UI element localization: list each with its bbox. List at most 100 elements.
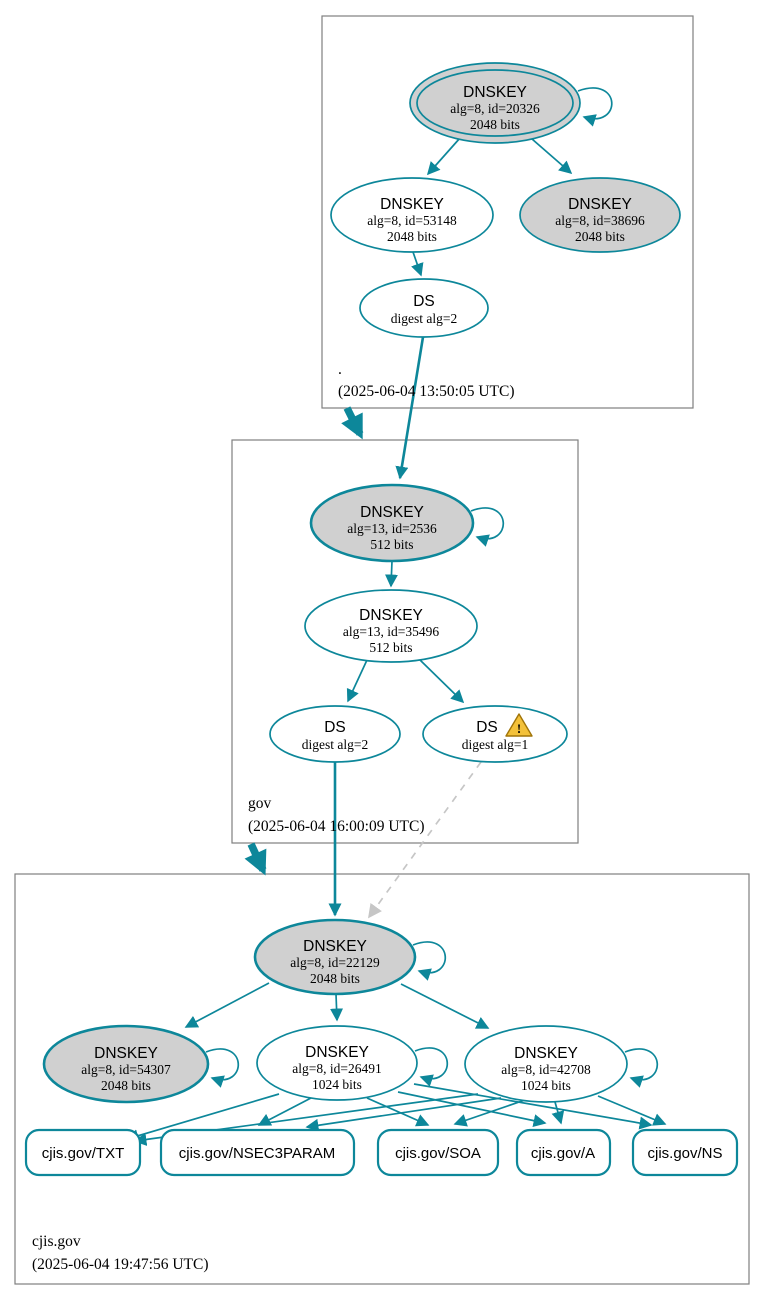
zone-label-root: . (2025-06-04 13:50:05 UTC) (338, 361, 515, 400)
zone-timestamp: (2025-06-04 16:00:09 UTC) (248, 818, 425, 835)
dnskey-ellipse (309, 483, 475, 563)
node-title: DNSKEY (305, 1044, 369, 1061)
node-bits: 2048 bits (575, 229, 625, 244)
rrset-label: cjis.gov/NSEC3PARAM (179, 1145, 335, 1162)
node-bits: 2048 bits (470, 117, 520, 132)
node-bits: 1024 bits (312, 1077, 362, 1092)
node-title: DS (476, 719, 498, 736)
rrset-box (159, 1128, 356, 1177)
dnskey-node-cjis-ksk-22129: DNSKEY alg=8, id=22129 2048 bits (253, 918, 417, 996)
zone-label-gov: gov (2025-06-04 16:00:09 UTC) (248, 795, 425, 835)
dnskey-ellipse (256, 1025, 418, 1101)
dnskey-ellipse (304, 589, 478, 663)
edge-cjis-zsk26491-selfsign (414, 1047, 449, 1087)
warning-icon: ! (505, 713, 533, 737)
edge-cjis-key54307-selfsign (205, 1048, 240, 1088)
node-title: DS (413, 293, 435, 310)
node-bits: 2048 bits (387, 229, 437, 244)
rrset-label: cjis.gov/SOA (395, 1145, 481, 1162)
node-title: DNSKEY (380, 196, 444, 213)
edge-root-ksk-to-zsk (426, 137, 461, 176)
ds-ellipse (359, 278, 489, 338)
edge-root-ksk-to-key38696 (531, 138, 573, 175)
edge-cjis-ksk-to-key54307 (184, 982, 270, 1028)
node-title: DNSKEY (94, 1045, 158, 1062)
node-bits: 512 bits (369, 640, 412, 655)
zone-box-root (321, 15, 694, 409)
edge-zsk42708-to-ns (597, 1095, 667, 1126)
node-algo: alg=8, id=53148 (367, 213, 457, 228)
dnskey-node-cjis-54307: DNSKEY alg=8, id=54307 2048 bits (42, 1024, 210, 1104)
dnskey-node-gov-ksk-2536: DNSKEY alg=13, id=2536 512 bits (309, 483, 475, 563)
node-algo: alg=8, id=26491 (292, 1061, 381, 1076)
delegation-arrow-root-to-gov (341, 406, 364, 440)
node-bits: 512 bits (370, 537, 413, 552)
dnskey-ellipse (464, 1025, 628, 1103)
node-algo: alg=8, id=42708 (501, 1062, 591, 1077)
zone-name: gov (248, 795, 272, 812)
rrset-node-ns: cjis.gov/NS (631, 1128, 739, 1177)
edge-zsk26491-to-ns (413, 1083, 653, 1130)
rrset-node-txt: cjis.gov/TXT (24, 1128, 142, 1177)
ds-node-root: DS digest alg=2 (359, 278, 489, 338)
zone-label-cjis-gov: cjis.gov (2025-06-04 19:47:56 UTC) (32, 1233, 209, 1273)
rrset-node-a: cjis.gov/A (515, 1128, 612, 1177)
node-bits: 2048 bits (310, 971, 360, 986)
zone-name: cjis.gov (32, 1233, 81, 1250)
rrset-box (376, 1128, 500, 1177)
dnskey-node-root-zsk-53148: DNSKEY alg=8, id=53148 2048 bits (330, 177, 494, 253)
edge-gov-ksk-selfsign (470, 507, 505, 547)
edge-gov-ksk-to-zsk (384, 560, 398, 588)
edge-gov-zsk-to-ds2 (346, 659, 368, 703)
rrset-node-soa: cjis.gov/SOA (376, 1128, 500, 1177)
dnskey-node-root-38696: DNSKEY alg=8, id=38696 2048 bits (519, 177, 681, 253)
ds-node-gov-alg2: DS digest alg=2 (269, 705, 401, 763)
zone-name: . (338, 361, 342, 378)
edge-zsk42708-to-nsec3param (305, 1097, 502, 1132)
node-bits: 1024 bits (521, 1078, 571, 1093)
edge-gov-ds1-to-cjis-ksk-insecure (368, 761, 482, 919)
zone-box-cjis-gov (14, 873, 750, 1285)
dnskey-node-cjis-zsk-42708: DNSKEY alg=8, id=42708 1024 bits (464, 1025, 628, 1103)
dnskey-node-root-ksk-20326: DNSKEY alg=8, id=20326 2048 bits (409, 62, 581, 144)
dnskey-node-cjis-zsk-26491: DNSKEY alg=8, id=26491 1024 bits (256, 1025, 418, 1101)
rrset-label: cjis.gov/TXT (42, 1145, 125, 1162)
warning-exclamation: ! (517, 721, 521, 736)
rrset-label: cjis.gov/NS (647, 1145, 722, 1162)
node-algo: alg=13, id=2536 (347, 521, 437, 536)
edge-root-zsk-to-ds (411, 251, 424, 277)
dnskey-node-gov-zsk-35496: DNSKEY alg=13, id=35496 512 bits (304, 589, 478, 663)
zone-timestamp: (2025-06-04 13:50:05 UTC) (338, 383, 515, 400)
node-algo: alg=13, id=35496 (343, 624, 439, 639)
dnskey-ellipse (330, 177, 494, 253)
node-title: DNSKEY (463, 84, 527, 101)
edge-zsk26491-to-a (397, 1091, 547, 1127)
node-title: DNSKEY (514, 1045, 578, 1062)
rrset-box (515, 1128, 612, 1177)
node-algo: digest alg=2 (302, 737, 368, 752)
ds-node-gov-alg1-warning: DS ! digest alg=1 (422, 705, 568, 763)
rrset-label: cjis.gov/A (531, 1145, 595, 1162)
ds-ellipse (422, 705, 568, 763)
node-title: DNSKEY (360, 504, 424, 521)
edge-zsk26491-to-nsec3param (257, 1097, 312, 1126)
node-algo: digest alg=1 (462, 737, 528, 752)
dnskey-ellipse (253, 918, 417, 996)
edge-zsk42708-to-soa (453, 1099, 526, 1127)
edge-root-ksk-selfsign (577, 87, 613, 127)
node-title: DNSKEY (568, 196, 632, 213)
edge-cjis-zsk42708-selfsign (624, 1048, 659, 1088)
node-bits: 2048 bits (101, 1078, 151, 1093)
edge-zsk26491-to-txt (125, 1093, 280, 1142)
node-algo: alg=8, id=20326 (450, 101, 540, 116)
edge-zsk26491-to-soa (366, 1097, 430, 1127)
node-title: DNSKEY (359, 607, 423, 624)
node-algo: alg=8, id=54307 (81, 1062, 171, 1077)
edge-root-ds-to-gov-ksk (395, 336, 425, 480)
rrset-node-nsec3param: cjis.gov/NSEC3PARAM (159, 1128, 356, 1177)
zone-timestamp: (2025-06-04 19:47:56 UTC) (32, 1256, 209, 1273)
ds-ellipse (269, 705, 401, 763)
edge-cjis-ksk-to-zsk42708 (400, 983, 490, 1029)
node-title: DS (324, 719, 346, 736)
